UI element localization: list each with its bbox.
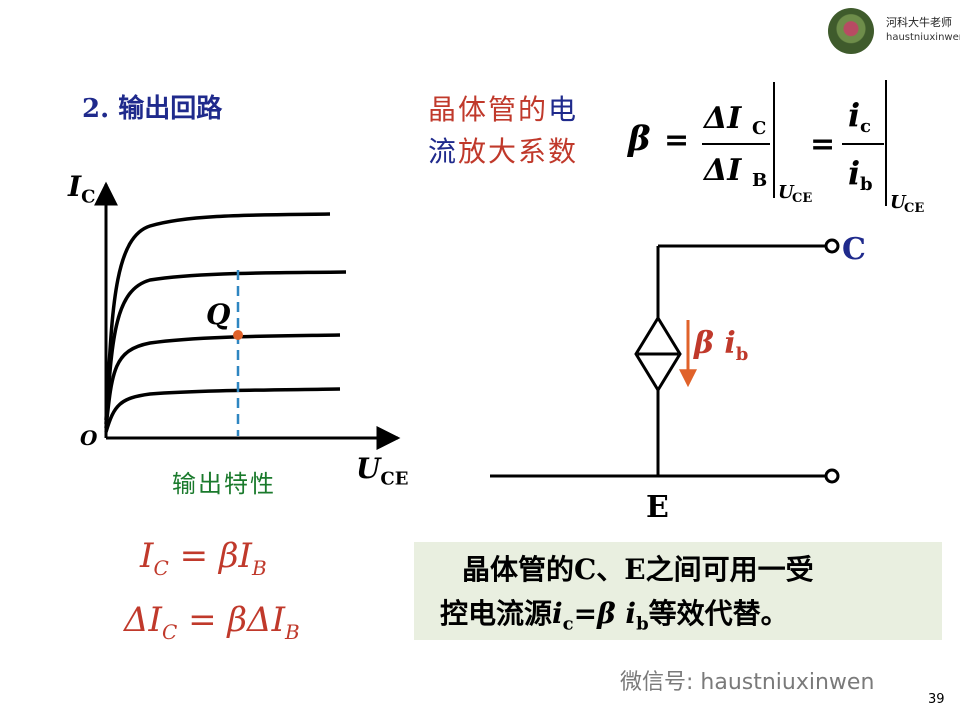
section-title: 2. 输出回路 bbox=[82, 94, 223, 124]
frac1-numerator: ΔI bbox=[702, 101, 742, 136]
frac2-denominator-sub: b bbox=[860, 174, 873, 195]
equivalent-circuit bbox=[490, 238, 840, 484]
source-label: β ib bbox=[694, 326, 748, 365]
frac1-condition-sub: CE bbox=[792, 191, 812, 206]
note-line2-eq: =β i bbox=[573, 597, 637, 630]
curve-1 bbox=[104, 212, 331, 421]
note-line2-isub: c bbox=[562, 613, 574, 635]
curve-2 bbox=[104, 270, 347, 425]
frac1-numerator-sub: C bbox=[752, 118, 766, 139]
note-line2-bsub: b bbox=[636, 613, 649, 635]
q-point-label: Q bbox=[206, 298, 231, 331]
beta-title-red2: 放大系数 bbox=[458, 135, 579, 168]
note-line2: 控电流源ic=β ib等效代替。 bbox=[440, 592, 934, 647]
q-point bbox=[233, 330, 243, 340]
note-line2-i: i bbox=[552, 597, 563, 630]
frac1-denominator-sub: B bbox=[752, 170, 767, 191]
formula-ic: IC = βIB bbox=[140, 536, 267, 580]
emitter-terminal bbox=[824, 468, 840, 484]
output-characteristic-graph bbox=[94, 181, 401, 450]
note-text: 晶体管的C、E之间可用一受 控电流源ic=β ib等效代替。 bbox=[440, 548, 934, 647]
x-axis-label-sub: CE bbox=[380, 468, 409, 490]
x-axis-label: UCE bbox=[356, 452, 408, 490]
beta-formula: β = ΔI C ΔI B U CE = i c i b U CE bbox=[626, 80, 924, 216]
frac1-condition: U bbox=[778, 182, 795, 203]
beta-title-red1: 晶体管的 bbox=[428, 93, 549, 126]
note-line1: 晶体管的C、E之间可用一受 bbox=[462, 553, 814, 586]
note-line2-b: 等效代替。 bbox=[648, 597, 789, 630]
source-label-text: β i bbox=[694, 326, 736, 361]
note-box bbox=[414, 542, 942, 640]
formula-delta-ic-rhs: = βΔI bbox=[188, 600, 286, 640]
collector-label: C bbox=[842, 232, 866, 267]
formula-ic-rhs-sub: B bbox=[251, 555, 267, 580]
graph-caption: 输出特性 bbox=[172, 470, 276, 498]
frac2-condition-sub: CE bbox=[904, 201, 924, 216]
source-label-sub: b bbox=[735, 344, 749, 365]
beta-title-blue1: 电 bbox=[548, 93, 579, 126]
y-axis-label: IC bbox=[68, 170, 95, 208]
formula-ic-lhs-sub: C bbox=[153, 555, 169, 580]
brand-name-en: haustniuxinwen bbox=[886, 32, 960, 43]
curve-4 bbox=[104, 387, 341, 433]
origin-label: O bbox=[80, 426, 98, 450]
frac2-numerator-sub: c bbox=[860, 116, 871, 137]
x-axis-label-text: U bbox=[356, 452, 381, 485]
frac2-condition: U bbox=[890, 192, 907, 213]
formula-delta-ic-lhs: ΔI bbox=[124, 600, 162, 640]
frac1-denominator: ΔI bbox=[702, 153, 742, 188]
brand-name-cn: 河科大牛老师 bbox=[886, 16, 952, 29]
formula-ic-rhs: = βI bbox=[179, 536, 252, 576]
note-line2-a: 控电流源 bbox=[440, 597, 553, 630]
y-axis-label-text: I bbox=[68, 170, 82, 203]
beta-title-line2: 流放大系数 bbox=[428, 134, 578, 170]
emitter-label: E bbox=[646, 490, 669, 525]
page-number: 39 bbox=[928, 692, 945, 707]
equals-1: = bbox=[664, 123, 689, 158]
beta-title-line1: 晶体管的电 bbox=[428, 92, 578, 128]
wechat-watermark: 微信号: haustniuxinwen bbox=[620, 670, 875, 695]
y-axis-label-sub: C bbox=[81, 186, 96, 208]
formula-ic-lhs: I bbox=[140, 536, 154, 576]
beta-title-blue2: 流 bbox=[428, 135, 459, 168]
brand-logo bbox=[828, 8, 874, 54]
collector-terminal bbox=[824, 238, 840, 254]
equals-2: = bbox=[810, 127, 835, 162]
frac2-numerator: i bbox=[848, 96, 860, 134]
frac2-denominator: i bbox=[848, 154, 860, 192]
curve-3 bbox=[104, 333, 341, 429]
formula-delta-ic-rhs-sub: B bbox=[285, 619, 300, 644]
formula-delta-ic-lhs-sub: C bbox=[161, 619, 178, 644]
formula-delta-ic: ΔIC = βΔIB bbox=[124, 600, 300, 644]
beta-symbol: β bbox=[626, 119, 651, 159]
